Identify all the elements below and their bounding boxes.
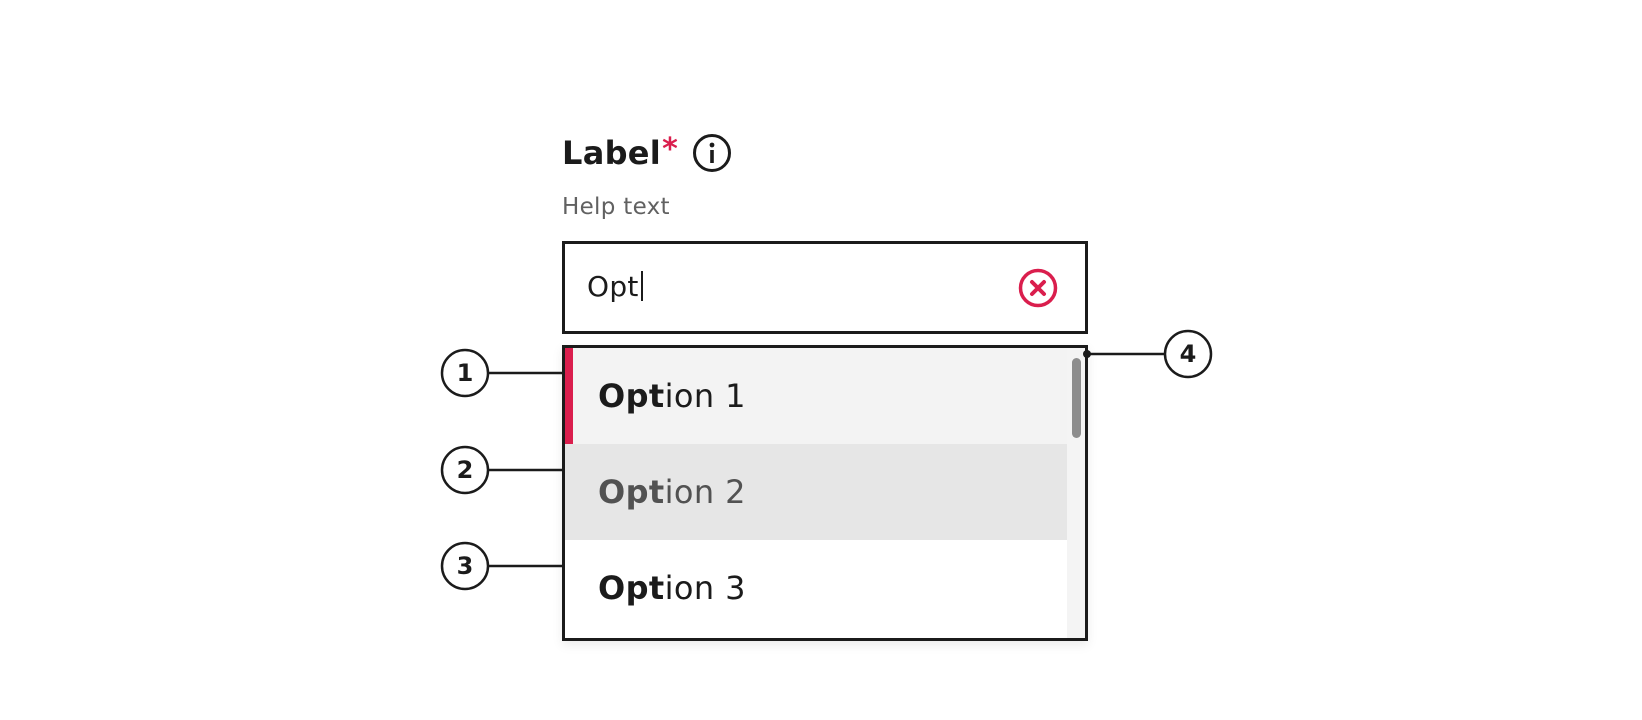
input-value: Opt bbox=[587, 270, 643, 303]
callout-4-label: 4 bbox=[1179, 340, 1197, 368]
scrollbar-thumb[interactable] bbox=[1072, 358, 1081, 438]
callout-2-label: 2 bbox=[456, 456, 474, 484]
callout-3-label: 3 bbox=[456, 552, 474, 580]
field-label-row: Label * bbox=[562, 130, 732, 176]
option-match-text: Opt bbox=[598, 569, 665, 607]
option-match-text: Opt bbox=[598, 473, 665, 511]
input-value-text: Opt bbox=[587, 270, 639, 303]
text-caret bbox=[640, 271, 643, 301]
combobox-input[interactable]: Opt bbox=[562, 241, 1088, 334]
option-match-text: Opt bbox=[598, 377, 665, 415]
option-rest-text: ion 2 bbox=[664, 473, 746, 511]
clear-icon[interactable] bbox=[1017, 267, 1059, 309]
field-label: Label bbox=[562, 134, 662, 172]
option-rest-text: ion 1 bbox=[664, 377, 746, 415]
option-rest-text: ion 3 bbox=[664, 569, 746, 607]
help-text: Help text bbox=[562, 194, 670, 220]
scrollbar-track[interactable] bbox=[1067, 348, 1085, 638]
callout-1-label: 1 bbox=[456, 359, 474, 387]
required-mark: * bbox=[662, 131, 678, 167]
info-icon[interactable] bbox=[692, 133, 732, 173]
focus-indicator-bar bbox=[565, 348, 573, 444]
